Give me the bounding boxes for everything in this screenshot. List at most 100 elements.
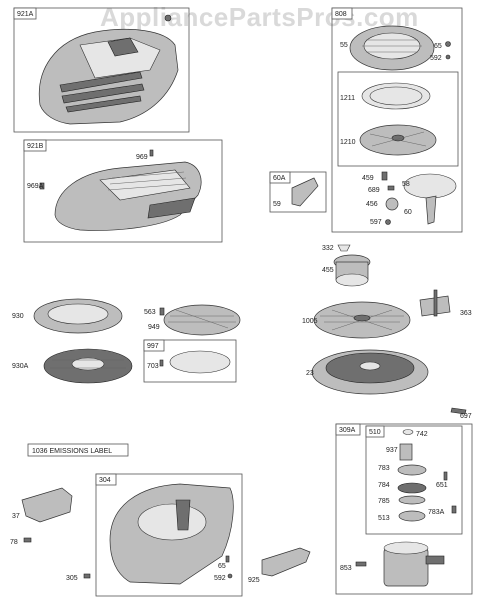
label-65-top: 65 [434,43,442,50]
rotating-screen-930A[interactable] [43,348,133,384]
part-937[interactable] [399,443,413,461]
label-783: 783 [378,465,390,472]
starter-motor-309A[interactable] [383,541,445,587]
starter-pulley-1210[interactable] [359,124,437,156]
box-60A-frame [269,171,327,213]
starter-housing-55[interactable] [349,25,435,71]
box-997-frame [143,339,237,383]
box-921B-frame [23,139,223,243]
label-459: 459 [362,175,374,182]
starter-rope-58[interactable] [403,173,457,199]
nut-332[interactable] [337,244,351,252]
air-guide-37[interactable] [21,487,73,523]
label-455: 455 [322,267,334,274]
label-949: 949 [148,324,160,331]
box-510-frame [365,425,463,535]
label-930: 930 [12,313,24,320]
bolt-853[interactable] [355,561,367,567]
box-808-frame [331,7,463,233]
starter-cup-455[interactable] [333,254,371,287]
label-597: 597 [370,219,382,226]
label-925: 925 [248,577,260,584]
part-651[interactable] [443,471,448,481]
screw-65-bottom[interactable] [225,555,230,563]
box-60A-tag [269,171,291,184]
rewind-spring-1211[interactable] [361,82,431,110]
part-783A[interactable] [451,505,457,514]
label-59: 59 [273,201,281,208]
watermark: AppliancePartsPros.com [100,2,419,32]
box-309A-tag [335,423,361,436]
subbox-spring-pulley [337,71,459,167]
part-785[interactable] [398,495,426,505]
screw-78[interactable] [23,537,32,543]
box-921A-frame [13,7,190,133]
box-60A-label: 60A [273,175,286,182]
part-784[interactable] [397,482,427,494]
box-808-tag [331,7,353,20]
part-459[interactable] [381,171,388,181]
label-592-top: 592 [430,55,442,62]
label-305: 305 [66,575,78,582]
baffle-925[interactable] [261,547,311,577]
starter-handle-60[interactable] [425,195,437,225]
label-60: 60 [404,209,412,216]
part-689[interactable] [387,185,395,191]
screw-563[interactable] [159,307,165,316]
washer-592-bottom[interactable] [227,573,233,579]
ignition-coil-363[interactable] [419,289,451,317]
label-513: 513 [378,515,390,522]
emissions-label-text: 1036 EMISSIONS LABEL [32,448,112,455]
label-363: 363 [460,310,472,317]
label-23: 23 [306,370,314,377]
part-513[interactable] [398,510,426,522]
label-969: 969 [136,154,148,161]
retainer-ring-997[interactable] [169,350,231,374]
part-597[interactable] [385,219,391,225]
label-937: 937 [386,447,398,454]
blower-housing-cover-921B[interactable] [39,149,202,231]
label-969A: 969A [27,183,44,190]
part-783[interactable] [397,464,427,476]
screw-703[interactable] [159,359,164,367]
box-309A-frame [335,423,473,595]
bolt-697[interactable] [450,407,467,415]
label-651: 651 [436,482,448,489]
fan-1005[interactable] [313,301,411,339]
grass-screen-949[interactable] [163,304,241,336]
starter-handle-60A[interactable] [291,177,319,207]
label-742: 742 [416,431,428,438]
box-921A-tag [13,7,37,20]
box-304-label: 304 [99,477,111,484]
label-332: 332 [322,245,334,252]
box-309A-label: 309A [339,427,356,434]
group-304: 304 65 592 [95,473,243,597]
group-60A: 60A 59 [269,171,327,213]
label-785: 785 [378,498,390,505]
label-783A: 783A [428,509,445,516]
screw-65[interactable] [445,41,451,47]
box-808-label: 808 [335,11,347,18]
screw-305[interactable] [83,573,91,579]
box-304-tag [95,473,117,486]
washer-592[interactable] [445,54,451,60]
label-930A: 930A [12,363,29,370]
blower-housing-304[interactable] [109,483,234,585]
label-1005: 1005 [302,318,318,325]
label-65-bottom: 65 [218,563,226,570]
flywheel-23[interactable] [311,349,429,395]
label-592-bottom: 592 [214,575,226,582]
box-921B-label: 921B [27,143,44,150]
part-456[interactable] [385,197,399,211]
label-1210: 1210 [340,139,356,146]
label-58: 58 [402,181,410,188]
blower-housing-cover-921A[interactable] [38,14,179,125]
rotating-screen-930[interactable] [33,298,123,334]
group-997: 997 703 [143,339,237,383]
label-703: 703 [147,363,159,370]
box-304-frame [95,473,243,597]
part-742[interactable] [402,429,414,435]
box-997-label: 997 [147,343,159,350]
label-78: 78 [10,539,18,546]
